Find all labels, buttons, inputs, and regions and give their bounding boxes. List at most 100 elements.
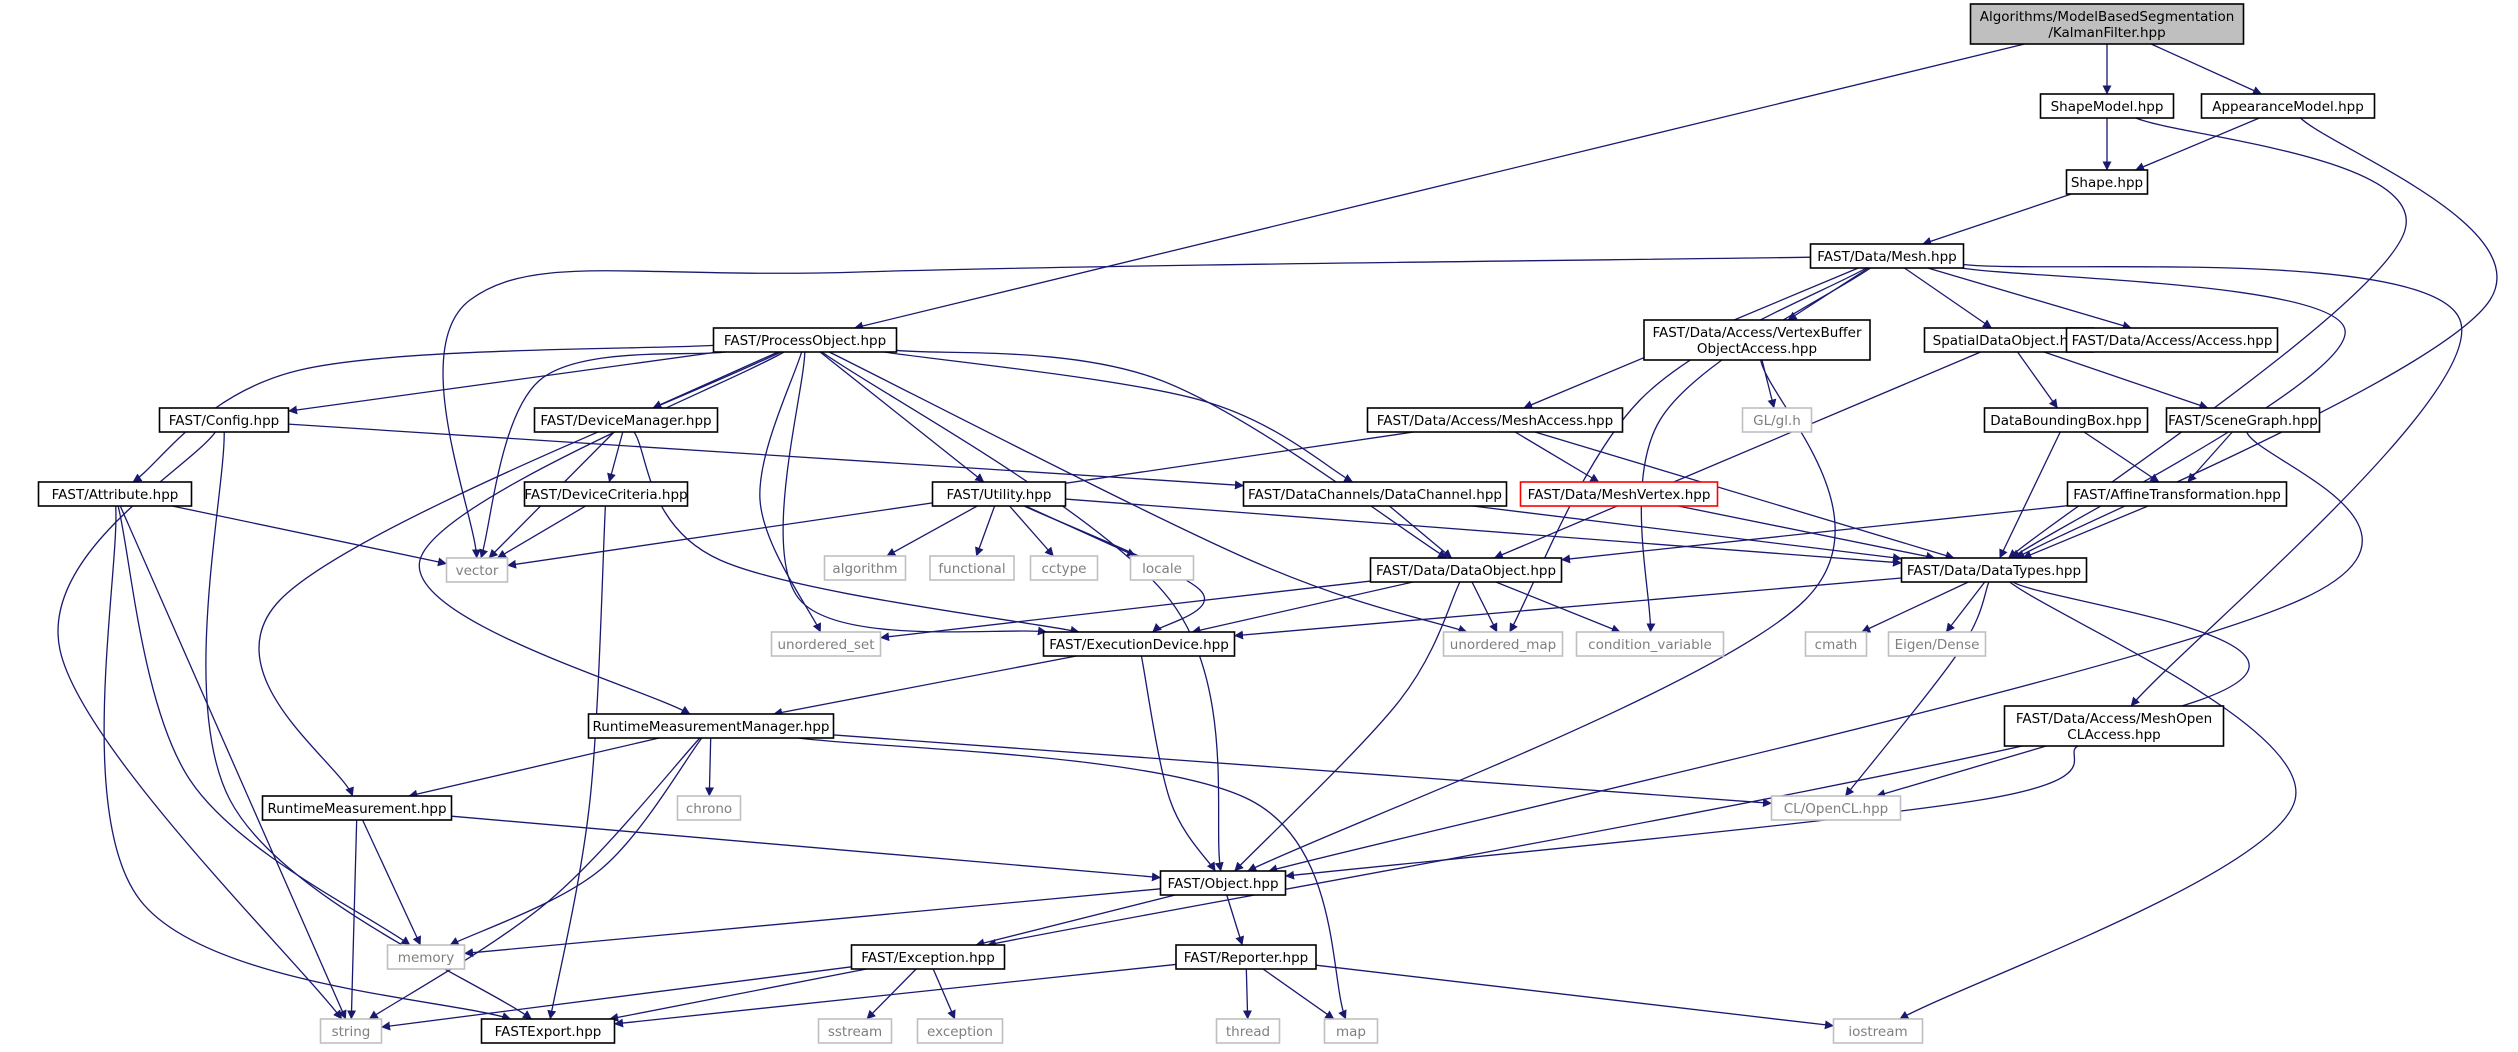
edge-utility-to-executiondevice [1023,505,1205,633]
node-label-string-0: string [332,1024,371,1040]
edge-databoundingbox-to-affinetransformation [2083,431,2160,483]
edge-dataobject-to-executiondevice [1191,581,1414,635]
edge-processobject-to-datachannel [883,351,1354,483]
node-exception[interactable]: FAST/Exception.hpp [850,944,1006,970]
edge-processobject-to-executiondevice [782,351,1047,636]
node-algorithm[interactable]: algorithm [823,555,907,581]
node-box-locale [1129,555,1195,581]
node-kalman[interactable]: Algorithms/ModelBasedSegmentation/Kalman… [1969,3,2245,45]
node-std_exception[interactable]: exception [916,1018,1004,1044]
node-thread[interactable]: thread [1215,1018,1281,1044]
node-vertexbuffer[interactable]: FAST/Data/Access/VertexBufferObjectAcces… [1643,319,1871,361]
edge-shapemodel-to-datatypes [2008,117,2407,559]
edge-mesh-to-condition_variable [1640,267,1871,633]
edge-datachannel-to-datatypes [1472,505,1902,563]
node-meshvertex[interactable]: FAST/Data/MeshVertex.hpp [1519,481,1719,507]
edge-devicecriteria-to-vector [496,505,586,559]
node-cctype[interactable]: cctype [1029,555,1099,581]
node-object[interactable]: FAST/Object.hpp [1159,870,1287,896]
edge-attribute-to-memory [117,505,411,946]
node-label-map-0: map [1336,1024,1366,1040]
node-string[interactable]: string [319,1018,383,1044]
node-vector[interactable]: vector [445,557,509,583]
node-box-algorithm [823,555,907,581]
node-opencl[interactable]: CL/OpenCL.hpp [1770,795,1902,821]
node-box-iostream [1832,1018,1924,1044]
node-label-devicecriteria-0: FAST/DeviceCriteria.hpp [524,487,687,503]
node-devicemanager[interactable]: FAST/DeviceManager.hpp [533,407,719,433]
node-box-functional [929,555,1015,581]
node-runtimemeasurement[interactable]: RuntimeMeasurement.hpp [261,795,453,821]
edge-dataobject-to-unordered_set [880,580,1371,642]
edge-dataobject-to-object [1234,581,1461,872]
node-label-std_exception-0: exception [927,1024,993,1040]
node-box-processobject [712,327,898,353]
node-devicecriteria[interactable]: FAST/DeviceCriteria.hpp [523,481,689,507]
edge-attribute-to-fastexport [103,505,512,1021]
node-box-vector [445,557,509,583]
node-affinetransformation[interactable]: FAST/AffineTransformation.hpp [2066,481,2288,507]
node-condition_variable[interactable]: condition_variable [1575,631,1725,657]
node-datachannel[interactable]: FAST/DataChannels/DataChannel.hpp [1242,481,1508,507]
node-box-glh [1741,407,1813,433]
node-mesh[interactable]: FAST/Data/Mesh.hpp [1809,243,1965,269]
node-memory[interactable]: memory [386,944,466,970]
node-attribute[interactable]: FAST/Attribute.hpp [37,481,193,507]
node-access[interactable]: FAST/Data/Access/Access.hpp [2065,327,2279,353]
node-runtimemanager[interactable]: RuntimeMeasurementManager.hpp [587,713,835,739]
node-label-kalman-0: Algorithms/ModelBasedSegmentation [1980,9,2235,25]
edge-runtimemanager-to-runtimemeasurement [408,737,660,799]
node-sstream[interactable]: sstream [817,1018,893,1044]
node-iostream[interactable]: iostream [1832,1018,1924,1044]
edge-runtimemeasurement-to-string [347,819,358,1020]
node-box-sstream [817,1018,893,1044]
node-shape[interactable]: Shape.hpp [2065,169,2149,195]
node-box-cmath [1804,631,1868,657]
edge-runtimemanager-to-chrono [705,737,715,797]
edge-runtimemanager-to-map [798,737,1347,1020]
node-meshaccess[interactable]: FAST/Data/Access/MeshAccess.hpp [1366,407,1624,433]
edge-datatypes-to-opencl [1844,581,1990,797]
node-cmath[interactable]: cmath [1804,631,1868,657]
node-box-mesh [1809,243,1965,269]
node-unordered_set[interactable]: unordered_set [770,631,882,657]
node-functional[interactable]: functional [929,555,1015,581]
node-label-cmath-0: cmath [1815,637,1858,653]
node-eigen[interactable]: Eigen/Dense [1887,631,1987,657]
node-executiondevice[interactable]: FAST/ExecutionDevice.hpp [1042,631,1236,657]
node-label-opencl-0: CL/OpenCL.hpp [1784,801,1889,817]
edge-dataobject-to-condition_variable [1495,581,1621,633]
edge-datatypes-to-iostream [1899,581,2297,1020]
edge-runtimemanager-to-string [368,737,701,1020]
node-utility[interactable]: FAST/Utility.hpp [931,481,1067,507]
node-chrono[interactable]: chrono [676,795,742,821]
node-label-condition_variable-0: condition_variable [1588,637,1712,653]
node-label-access-0: FAST/Data/Access/Access.hpp [2072,333,2273,349]
node-appearancemodel[interactable]: AppearanceModel.hpp [2200,93,2376,119]
edge-datatypes-to-cmath [1861,581,1969,633]
node-label-exception-0: FAST/Exception.hpp [861,950,995,966]
node-databoundingbox[interactable]: DataBoundingBox.hpp [1983,407,2149,433]
node-box-affinetransformation [2066,481,2288,507]
edge-scenegraph-to-object [1268,431,2363,874]
node-label-executiondevice-0: FAST/ExecutionDevice.hpp [1049,637,1229,653]
node-glh[interactable]: GL/gl.h [1741,407,1813,433]
node-scenegraph[interactable]: FAST/SceneGraph.hpp [2165,407,2321,433]
node-locale[interactable]: locale [1129,555,1195,581]
node-datatypes[interactable]: FAST/Data/DataTypes.hpp [1900,557,2088,583]
node-dataobject[interactable]: FAST/Data/DataObject.hpp [1369,557,1563,583]
node-fastexport[interactable]: FASTExport.hpp [480,1018,616,1044]
edge-exception-to-string [381,966,852,1031]
node-shapemodel[interactable]: ShapeModel.hpp [2039,93,2175,119]
node-reporter[interactable]: FAST/Reporter.hpp [1175,944,1317,970]
node-map[interactable]: map [1323,1018,1379,1044]
node-unordered_map[interactable]: unordered_map [1442,631,1564,657]
edge-utility-to-functional [975,505,996,557]
node-processobject[interactable]: FAST/ProcessObject.hpp [712,327,898,353]
edge-kalman-to-appearancemodel [2150,43,2262,95]
node-config[interactable]: FAST/Config.hpp [158,407,290,433]
node-box-datachannel [1242,481,1508,507]
edge-vertexbuffer-to-glh [1761,359,1777,409]
